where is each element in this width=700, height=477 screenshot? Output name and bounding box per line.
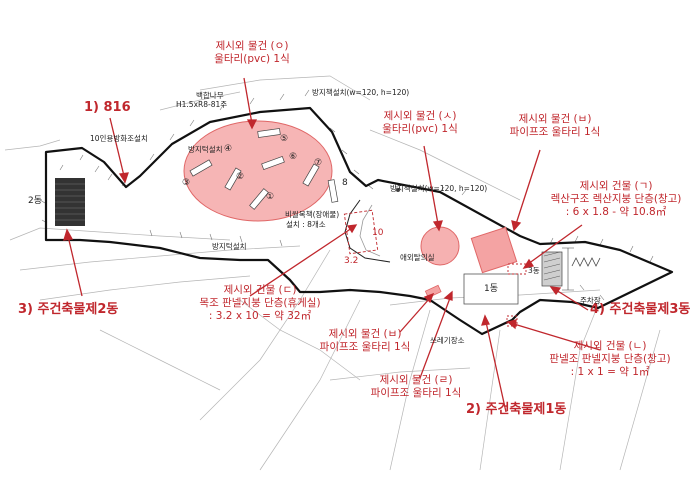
label-bldg-g-title: 제시외 건물 (ㄱ) bbox=[579, 180, 653, 192]
fence-zigzag bbox=[571, 257, 601, 267]
label-item-s: 제시외 물건 (ㅅ) 울타리(pvc) 1식 bbox=[382, 110, 458, 136]
map-label-n8: 8 bbox=[342, 178, 348, 188]
inner-road bbox=[344, 199, 391, 263]
map-label-bench-count: 설치 : 8개소 bbox=[286, 220, 326, 229]
label-item-b-bottom: 제시외 물건 (ㅂ) 파이프조 울타리 1식 bbox=[320, 328, 411, 354]
label-item-b-top-desc: 파이프조 울타리 1식 bbox=[509, 126, 601, 139]
dim-line-right bbox=[562, 247, 574, 291]
label-item-o: 제시외 물건 (ㅇ) 울타리(pvc) 1식 bbox=[214, 40, 290, 66]
map-label-tree-spec: H1.5xR8-81주 bbox=[176, 100, 228, 109]
map-label-fire: 10인용방화조설치 bbox=[90, 134, 148, 143]
label-bldg-d-title: 제시외 건물 (ㄷ) bbox=[223, 284, 297, 296]
inner-road-2 bbox=[359, 204, 381, 257]
label-item-o-desc: 울타리(pvc) 1식 bbox=[214, 53, 290, 66]
label-bldg-n-title: 제시외 건물 (ㄴ) bbox=[573, 340, 647, 352]
label-num-2: 2) 주건축물제1동 bbox=[466, 402, 567, 417]
label-bldg-g-line2: 렉산구조 렉산지붕 단층(창고) bbox=[550, 193, 682, 206]
map-label-toilet: 애외탈의실 bbox=[400, 253, 435, 262]
map-label-tree: 백합나무 bbox=[196, 91, 224, 100]
circle-num-3: ③ bbox=[182, 178, 191, 188]
marker-dot bbox=[396, 188, 400, 192]
label-item-b-bottom-desc: 파이프조 울타리 1식 bbox=[319, 341, 411, 354]
map-label-dim-10: 10 bbox=[372, 228, 384, 238]
label-bldg-n-line3: : 1 x 1 = 약 1㎡ bbox=[570, 366, 650, 379]
slope-hatching bbox=[39, 89, 654, 308]
dashed-box-d bbox=[343, 209, 379, 255]
fence-ellipse-o bbox=[183, 120, 333, 222]
label-item-r-title: 제시외 물건 (ㄹ) bbox=[379, 374, 453, 386]
map-label-dong1: 1동 bbox=[484, 284, 499, 294]
map-label-fence-top: 방지책설치(w=120, h=120) bbox=[312, 88, 410, 97]
label-item-s-desc: 울타리(pvc) 1식 bbox=[382, 123, 458, 136]
label-num-3: 3) 주건축물제2동 bbox=[18, 302, 119, 317]
map-label-parking: 쓰레기장소 bbox=[430, 336, 465, 345]
circle-num-6: ⑥ bbox=[289, 152, 298, 162]
map-label-dong3b: 주차장 bbox=[580, 296, 601, 305]
label-bldg-g: 제시외 건물 (ㄱ) 렉산구조 렉산지붕 단층(창고) : 6 x 1.8 - … bbox=[551, 180, 682, 219]
benches bbox=[189, 128, 339, 210]
label-item-b-top-title: 제시외 물건 (ㅂ) bbox=[518, 113, 592, 125]
circle-num-2: ② bbox=[236, 172, 245, 182]
map-label-bench: 비월목책(장애물) bbox=[285, 210, 340, 219]
label-num-1: 1) 816 bbox=[84, 100, 131, 115]
fence-rect-b-top bbox=[470, 226, 518, 274]
label-item-b-bottom-title: 제시외 물건 (ㅂ) bbox=[328, 328, 402, 340]
label-num-4: 4) 주건축물제3동 bbox=[590, 302, 691, 317]
label-item-o-title: 제시외 물건 (ㅇ) bbox=[215, 40, 289, 52]
leader-lines bbox=[63, 77, 601, 413]
circle-num-1: ① bbox=[266, 192, 275, 202]
label-bldg-n: 제시외 건물 (ㄴ) 판넬조 판넬지붕 단층(창고) : 1 x 1 = 약 1… bbox=[549, 340, 670, 379]
label-item-b-top: 제시외 물건 (ㅂ) 파이프조 울타리 1식 bbox=[510, 113, 601, 139]
building-1-block bbox=[463, 273, 519, 305]
dashed-box-3 bbox=[507, 263, 527, 275]
label-bldg-n-line2: 판넬조 판넬지붕 단층(창고) bbox=[549, 353, 671, 366]
map-label-dim-32: 3.2 bbox=[344, 256, 359, 266]
label-bldg-d-line2: 목조 판넬지붕 단층(휴게실) bbox=[199, 297, 321, 310]
circle-num-5: ⑤ bbox=[280, 134, 289, 144]
map-label-fence-mid: 방지책설치(w=120, h=120) bbox=[390, 184, 488, 193]
label-bldg-d: 제시외 건물 (ㄷ) 목조 판넬지붕 단층(휴게실) : 3.2 x 10 = … bbox=[199, 284, 320, 323]
circle-num-7: ⑦ bbox=[314, 158, 323, 168]
map-label-dong2: 2동 bbox=[28, 196, 43, 206]
label-bldg-d-line3: : 3.2 x 10 = 약 32㎡ bbox=[208, 310, 312, 323]
map-label-fire-pit: 방지턱설치 bbox=[188, 145, 223, 154]
circle-num-4: ④ bbox=[224, 144, 233, 154]
building-3-block bbox=[541, 251, 563, 287]
fence-rect-r bbox=[424, 284, 442, 299]
label-item-r: 제시외 물건 (ㄹ) 파이프조 울타리 1식 bbox=[371, 374, 462, 400]
map-label-bottom-fence: 방지턱설치 bbox=[212, 242, 247, 251]
map-label-dong3: 3동 bbox=[528, 266, 540, 275]
site-boundary bbox=[44, 106, 674, 336]
label-bldg-g-line3: : 6 x 1.8 - 약 10.8㎡ bbox=[565, 206, 667, 219]
label-item-s-title: 제시외 물건 (ㅅ) bbox=[383, 110, 457, 122]
label-item-r-desc: 파이프조 울타리 1식 bbox=[370, 387, 462, 400]
building-2-block bbox=[55, 178, 85, 226]
